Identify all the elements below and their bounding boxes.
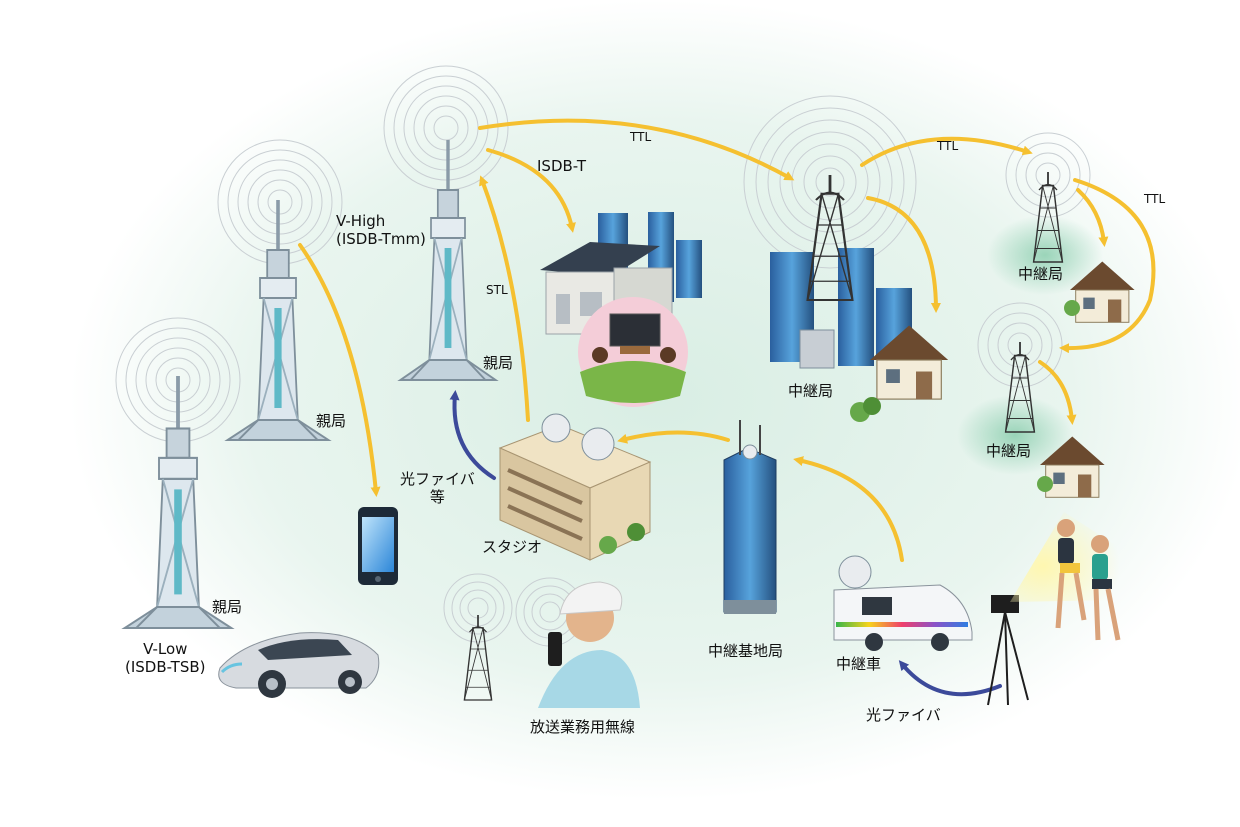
arrow-isdbt-house	[486, 148, 576, 233]
relay-station-label-right-bottom: 中継局	[986, 442, 1032, 460]
ttl-label-right: TTL	[1144, 192, 1166, 206]
tv-viewing-circle	[578, 297, 688, 407]
vhigh-label-line2: (ISDB-Tmm)	[336, 230, 426, 248]
bush-relay-center	[850, 397, 881, 422]
fiber-label-studio: 光ファイバ 等	[400, 470, 475, 506]
relay-car	[833, 555, 973, 651]
arrow-base-studio	[617, 430, 730, 444]
parent-station-label-isdbt: 親局	[483, 354, 514, 372]
relay-car-label: 中継車	[836, 655, 882, 673]
runners	[1055, 519, 1121, 641]
fiber-arrows	[449, 390, 1002, 697]
relay-station-label-center: 中継局	[788, 382, 834, 400]
relay-station-label-right-top: 中継局	[1018, 265, 1064, 283]
smartphone	[358, 507, 398, 585]
relay-base-station-label: 中継基地局	[708, 642, 784, 660]
arrow-fiber-studio	[449, 390, 496, 480]
arrow-relay-house	[866, 196, 941, 313]
parent-station-label-vhigh: 親局	[316, 412, 347, 430]
relay-glow-top	[987, 215, 1103, 295]
studio-building	[498, 413, 652, 561]
fiber-label-bottom: 光ファイバ	[866, 706, 941, 724]
worker-with-radio	[538, 581, 640, 708]
ttl-label-top: TTL	[630, 130, 652, 144]
relay-center-buildings	[770, 248, 912, 369]
broadcast-wireless-label: 放送業務用無線	[530, 718, 636, 736]
studio-label: スタジオ	[482, 538, 543, 556]
fiber-label-line1: 光ファイバ	[400, 470, 475, 488]
wireless-arrows	[298, 118, 1156, 562]
parent-station-label-vlow: 親局	[212, 598, 243, 616]
fiber-label-line2: 等	[429, 488, 445, 506]
arrow-car-base	[793, 456, 904, 562]
isdbt-label: ISDB-T	[537, 157, 586, 175]
arrow-relay-bottom-house	[1038, 360, 1077, 425]
arrow-ttl-right	[1059, 178, 1156, 354]
relay-base-building	[723, 420, 777, 614]
arrow-vhigh-phone	[298, 243, 381, 497]
stl-label: STL	[486, 283, 508, 297]
arrow-relay-top-house	[1076, 188, 1109, 247]
ripple-isdbt	[383, 65, 509, 191]
vlow-label: V-Low (ISDB-TSB)	[125, 640, 206, 676]
arrow-stl	[479, 175, 530, 422]
vlow-label-line2: (ISDB-TSB)	[125, 658, 206, 676]
arrow-ttl-mid	[860, 136, 1033, 167]
arrow-fiber-car	[898, 660, 1002, 697]
arrow-ttl-top	[478, 118, 795, 181]
bush-relay-right-top	[1064, 300, 1080, 316]
vhigh-label-line1: V-High	[336, 212, 386, 230]
ttl-label-mid: TTL	[937, 139, 959, 153]
vhigh-label: V-High (ISDB-Tmm)	[336, 212, 426, 248]
relay-glow-bottom	[957, 395, 1073, 475]
bush-relay-right-bottom	[1037, 476, 1053, 492]
vlow-label-line1: V-Low	[143, 640, 188, 658]
car	[218, 632, 380, 698]
